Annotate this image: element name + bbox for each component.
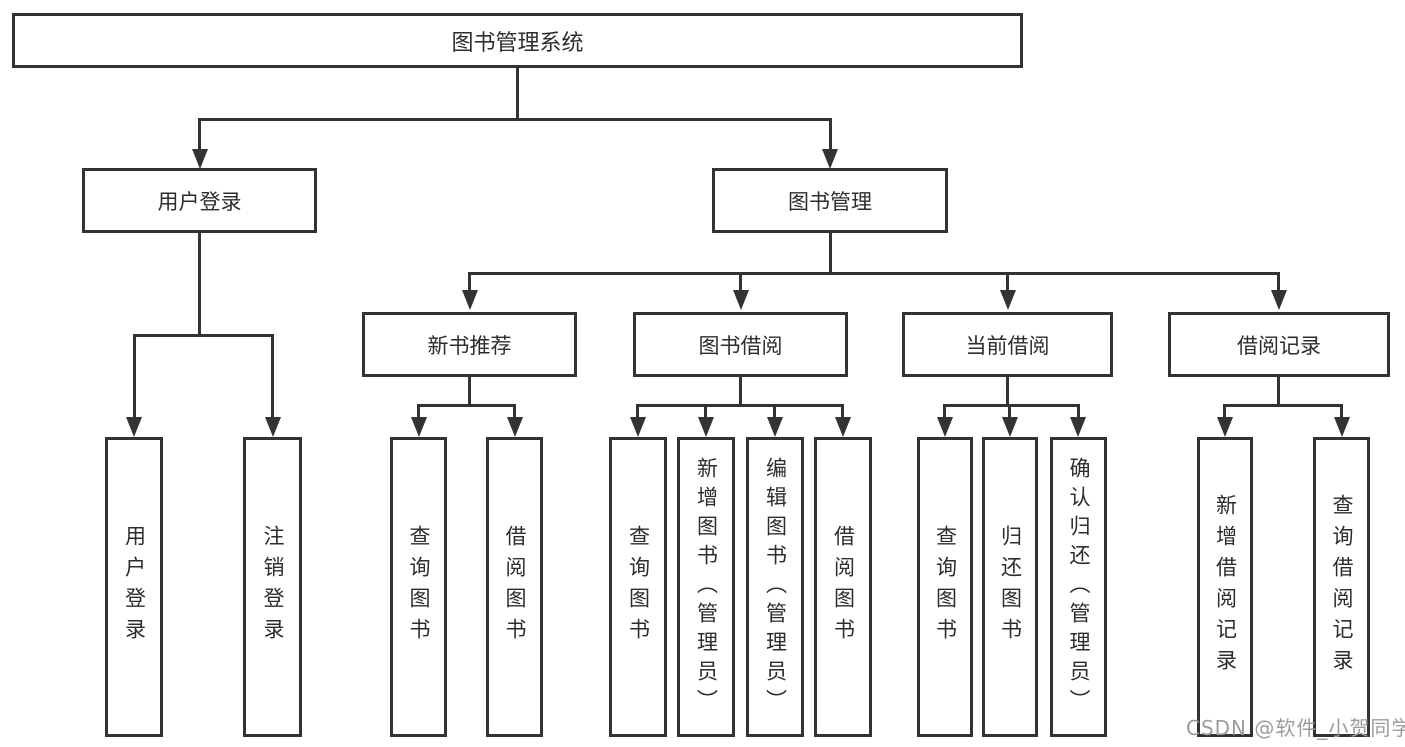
- node-label: 新增借阅记录: [1213, 494, 1238, 680]
- connector-line: [636, 404, 844, 407]
- connector-line: [198, 118, 832, 121]
- arrowhead-icon: [1271, 290, 1287, 310]
- connector-line: [417, 404, 420, 417]
- connector-line: [636, 404, 639, 417]
- connector-line: [1277, 377, 1280, 407]
- arrowhead-icon: [411, 417, 427, 437]
- node-label: 编辑图书（管理员）: [763, 456, 788, 718]
- connector-line: [739, 377, 742, 407]
- node-label: 用户登录: [157, 189, 242, 214]
- connector-line: [133, 334, 274, 337]
- connector-line: [1006, 377, 1009, 407]
- node-current-borrowing: 当前借阅: [902, 312, 1113, 377]
- connector-line: [198, 118, 201, 151]
- leaf-borrow-books-borrowing: 借阅图书: [814, 437, 872, 737]
- connector-line: [133, 334, 136, 417]
- node-book-management: 图书管理: [712, 168, 948, 233]
- arrowhead-icon: [835, 417, 851, 437]
- connector-line: [1008, 404, 1011, 417]
- arrowhead-icon: [462, 290, 478, 310]
- connector-line: [943, 404, 1079, 407]
- arrowhead-icon: [265, 417, 281, 437]
- arrowhead-icon: [1070, 417, 1086, 437]
- connector-line: [829, 118, 832, 151]
- node-label: 借阅图书: [503, 525, 527, 649]
- leaf-add-borrow-record: 新增借阅记录: [1197, 437, 1253, 737]
- arrowhead-icon: [1334, 417, 1350, 437]
- arrowhead-icon: [1000, 290, 1016, 310]
- node-label: 图书管理系统: [451, 30, 584, 56]
- leaf-confirm-return-admin: 确认归还（管理员）: [1050, 437, 1107, 737]
- arrowhead-icon: [767, 417, 783, 437]
- arrowhead-icon: [507, 417, 523, 437]
- arrowhead-icon: [1217, 417, 1233, 437]
- leaf-return-books: 归还图书: [982, 437, 1038, 737]
- node-label: 归还图书: [998, 525, 1023, 649]
- node-library-management-system: 图书管理系统: [12, 13, 1023, 68]
- arrowhead-icon: [733, 290, 749, 310]
- connector-line: [704, 404, 707, 417]
- node-label: 借阅图书: [831, 525, 856, 649]
- connector-line: [943, 404, 946, 417]
- connector-line: [468, 377, 471, 407]
- arrowhead-icon: [1002, 417, 1018, 437]
- arrowhead-icon: [698, 417, 714, 437]
- arrowhead-icon: [192, 149, 208, 169]
- leaf-edit-books-admin: 编辑图书（管理员）: [746, 437, 804, 737]
- node-label: 查询图书: [626, 525, 651, 649]
- connector-line: [513, 404, 516, 417]
- connector-line: [1340, 404, 1343, 417]
- node-label: 注销登录: [261, 525, 285, 649]
- connector-line: [468, 272, 1280, 275]
- node-label: 借阅记录: [1237, 333, 1321, 358]
- node-label: 图书管理: [788, 189, 872, 214]
- node-user-login: 用户登录: [82, 168, 317, 233]
- connector-line: [773, 404, 776, 417]
- connector-line: [417, 404, 516, 407]
- node-book-borrowing: 图书借阅: [633, 312, 848, 377]
- leaf-add-books-admin: 新增图书（管理员）: [677, 437, 735, 737]
- connector-line: [1277, 272, 1280, 290]
- node-borrowing-records: 借阅记录: [1168, 312, 1390, 377]
- node-label: 查询图书: [933, 525, 958, 649]
- watermark: CSDN @软件_小贺同学: [1186, 716, 1405, 740]
- arrowhead-icon: [126, 417, 142, 437]
- leaf-query-books-current: 查询图书: [917, 437, 973, 737]
- leaf-logout-login: 注销登录: [243, 437, 302, 737]
- leaf-borrow-books-recommend: 借阅图书: [486, 437, 543, 737]
- node-label: 确认归还（管理员）: [1067, 456, 1091, 718]
- node-label: 图书借阅: [698, 333, 783, 358]
- leaf-query-books-borrowing: 查询图书: [609, 437, 667, 737]
- connector-line: [1006, 272, 1009, 290]
- connector-line: [198, 233, 201, 337]
- node-label: 用户登录: [122, 525, 147, 649]
- node-label: 新增图书（管理员）: [694, 456, 719, 718]
- node-label: 查询图书: [407, 525, 431, 649]
- leaf-query-borrow-record: 查询借阅记录: [1313, 437, 1370, 737]
- leaf-query-books-recommend: 查询图书: [390, 437, 447, 737]
- node-new-book-recommendation: 新书推荐: [362, 312, 577, 377]
- connector-line: [271, 334, 274, 417]
- connector-line: [1077, 404, 1080, 417]
- connector-line: [841, 404, 844, 417]
- arrowhead-icon: [937, 417, 953, 437]
- node-label: 当前借阅: [965, 333, 1050, 358]
- connector-line: [829, 233, 832, 275]
- connector-line: [739, 272, 742, 290]
- node-label: 新书推荐: [427, 333, 512, 358]
- leaf-user-login: 用户登录: [105, 437, 163, 737]
- arrowhead-icon: [822, 149, 838, 169]
- connector-line: [516, 68, 519, 120]
- connector-line: [1223, 404, 1226, 417]
- arrowhead-icon: [630, 417, 646, 437]
- node-label: 查询借阅记录: [1330, 494, 1354, 680]
- connector-line: [1223, 404, 1342, 407]
- connector-line: [468, 272, 471, 290]
